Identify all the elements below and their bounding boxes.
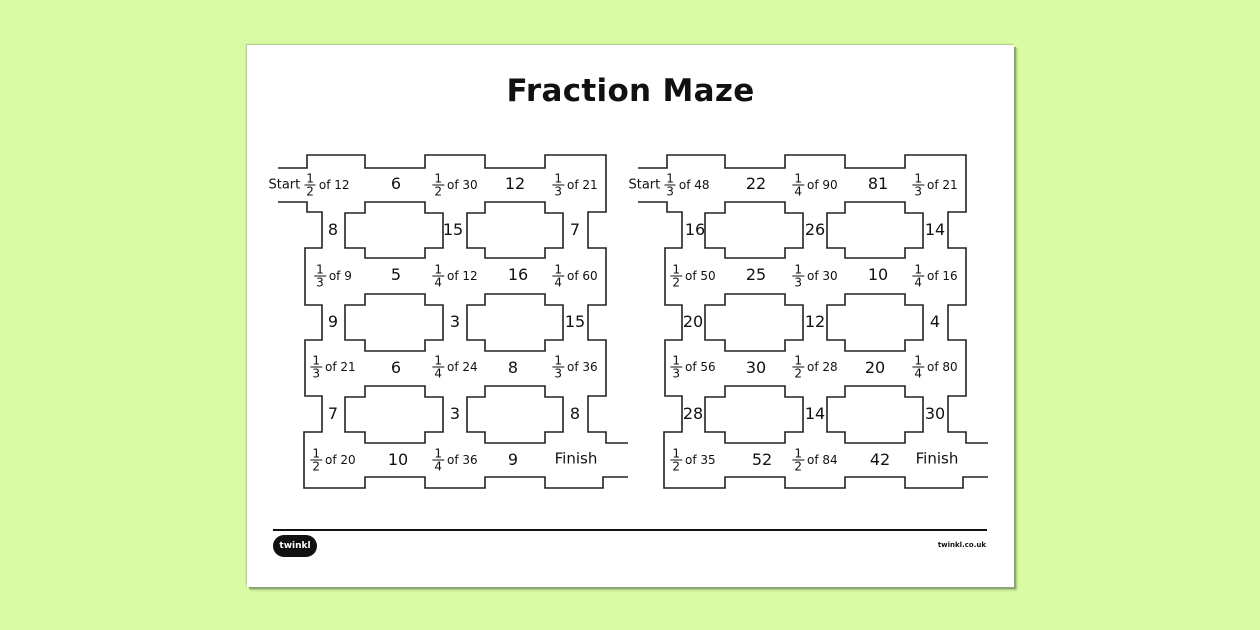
start-label: Start xyxy=(268,177,301,193)
maze-cell-number: 8 xyxy=(507,358,519,377)
maze-cell-number: 22 xyxy=(745,174,767,193)
maze-cell-number: 12 xyxy=(504,174,526,193)
maze-connector-number: 12 xyxy=(804,312,826,331)
footer-url: twinkl.co.uk xyxy=(937,541,986,549)
maze-cell-number: 16 xyxy=(507,265,529,284)
maze-connector-number: 14 xyxy=(804,404,826,423)
maze-connector-number: 9 xyxy=(327,312,339,331)
maze-connector-number: 30 xyxy=(924,404,946,423)
maze-connector-number: 3 xyxy=(449,312,461,331)
maze-connector-number: 4 xyxy=(929,312,941,331)
maze-cell-number: 6 xyxy=(390,358,402,377)
maze-connector-number: 7 xyxy=(327,404,339,423)
maze-connector-number: 14 xyxy=(924,220,946,239)
maze-cell-number: 81 xyxy=(867,174,889,193)
maze-cell-number: 20 xyxy=(864,358,886,377)
footer-divider xyxy=(273,529,987,531)
maze-connector-number: 15 xyxy=(564,312,586,331)
maze-right-walls xyxy=(638,154,988,489)
maze-cell-number: 30 xyxy=(745,358,767,377)
maze-cell-number: 25 xyxy=(745,265,767,284)
maze-connector-number: 16 xyxy=(684,220,706,239)
finish-label: Finish xyxy=(554,449,598,468)
finish-label: Finish xyxy=(915,449,959,468)
maze-cell-number: 52 xyxy=(751,450,773,469)
maze-walls xyxy=(278,154,988,489)
maze-cell-number: 6 xyxy=(390,174,402,193)
maze-cell-number: 10 xyxy=(387,450,409,469)
worksheet-page: Fraction Maze xyxy=(247,45,1014,587)
maze-connector-number: 15 xyxy=(442,220,464,239)
maze-connector-number: 7 xyxy=(569,220,581,239)
maze-cell-number: 10 xyxy=(867,265,889,284)
maze-connector-number: 8 xyxy=(327,220,339,239)
twinkl-logo: twinkl xyxy=(273,535,317,557)
maze-connector-number: 20 xyxy=(682,312,704,331)
maze-connector-number: 28 xyxy=(682,404,704,423)
worksheet-title: Fraction Maze xyxy=(506,73,755,109)
maze-left-walls xyxy=(278,154,628,489)
maze-cell-number: 5 xyxy=(390,265,402,284)
maze-connector-number: 26 xyxy=(804,220,826,239)
maze-connector-number: 3 xyxy=(449,404,461,423)
maze-cell-number: 42 xyxy=(869,450,891,469)
start-label: Start xyxy=(628,177,661,193)
maze-connector-number: 8 xyxy=(569,404,581,423)
maze-cell-number: 9 xyxy=(507,450,519,469)
